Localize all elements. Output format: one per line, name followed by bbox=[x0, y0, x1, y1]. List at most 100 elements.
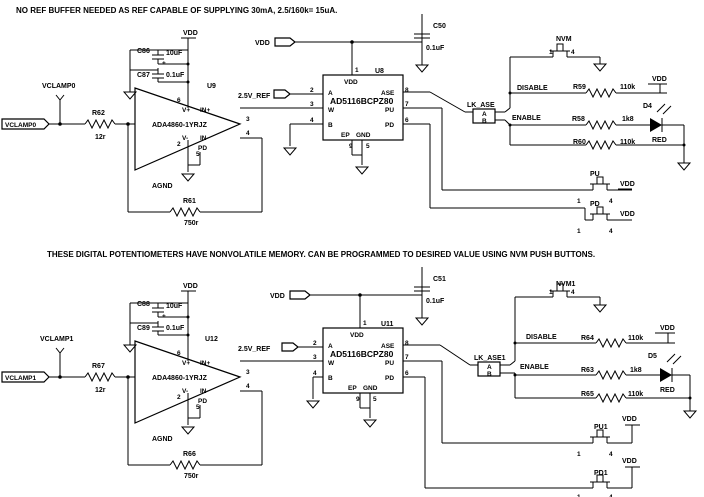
vdd-top-1: VDD bbox=[255, 40, 270, 47]
d5-led bbox=[660, 368, 672, 382]
svg-text:1: 1 bbox=[577, 228, 581, 235]
pu-ref: PU bbox=[590, 171, 600, 178]
svg-text:1: 1 bbox=[355, 67, 359, 74]
svg-text:4: 4 bbox=[246, 130, 250, 137]
svg-text:EP: EP bbox=[348, 385, 357, 392]
d4-ref: D4 bbox=[643, 103, 652, 110]
vclamp1-label: VCLAMP1 bbox=[40, 336, 74, 343]
svg-text:2: 2 bbox=[310, 87, 314, 94]
r60-value: 110k bbox=[620, 139, 635, 146]
u9-part: ADA4860-1YRJZ bbox=[152, 122, 208, 129]
svg-text:GND: GND bbox=[363, 385, 378, 392]
svg-text:4: 4 bbox=[246, 383, 250, 390]
svg-text:PD: PD bbox=[385, 122, 394, 129]
svg-text:A: A bbox=[328, 343, 333, 350]
r65-ref: R65 bbox=[581, 391, 594, 398]
pu-switch[interactable] bbox=[584, 176, 616, 191]
u12-part: ADA4860-1YRJZ bbox=[152, 375, 208, 382]
circuit-2: VCLAMP1 VCLAMP1 R67 12r 1 R66 750r U12 A… bbox=[1, 267, 697, 497]
svg-text:3: 3 bbox=[310, 101, 314, 108]
r65-resistor bbox=[595, 393, 627, 403]
lk-ase1[interactable] bbox=[477, 361, 501, 377]
vdd-port-2 bbox=[289, 290, 311, 300]
u9-agnd: AGND bbox=[152, 183, 173, 190]
svg-text:4: 4 bbox=[609, 228, 613, 235]
enable-label-1: ENABLE bbox=[512, 115, 541, 122]
svg-text:VDD: VDD bbox=[350, 332, 364, 339]
r60-resistor bbox=[585, 140, 617, 150]
r58-ref: R58 bbox=[572, 116, 585, 123]
svg-text:V-: V- bbox=[182, 388, 188, 395]
c88-ref: C88 bbox=[137, 301, 150, 308]
vclamp0-port bbox=[1, 118, 50, 130]
svg-text:8: 8 bbox=[405, 340, 409, 347]
svg-text:2: 2 bbox=[313, 340, 317, 347]
r63-value: 1k8 bbox=[630, 367, 642, 374]
svg-text:2: 2 bbox=[177, 394, 181, 401]
r66-value: 750r bbox=[184, 473, 199, 480]
vdd-top-2: VDD bbox=[270, 293, 285, 300]
svg-text:7: 7 bbox=[405, 101, 409, 108]
svg-text:4: 4 bbox=[571, 49, 575, 56]
svg-text:5: 5 bbox=[196, 151, 200, 158]
d4-color: RED bbox=[652, 137, 667, 144]
svg-text:4: 4 bbox=[310, 117, 314, 124]
svg-text:1: 1 bbox=[549, 289, 553, 296]
r64-resistor bbox=[595, 338, 627, 348]
svg-text:6: 6 bbox=[177, 350, 181, 357]
svg-text:6: 6 bbox=[405, 117, 409, 124]
vdd-pu-2: VDD bbox=[622, 416, 637, 423]
c87-value: 0.1uF bbox=[166, 72, 185, 79]
ref-port-1 bbox=[273, 89, 291, 99]
r60-ref: R60 bbox=[573, 139, 586, 146]
lk-ase[interactable] bbox=[472, 108, 496, 124]
svg-text:A: A bbox=[482, 111, 487, 118]
middle-note: THESE DIGITAL POTENTIOMETERS HAVE NONVOL… bbox=[47, 250, 595, 259]
svg-text:B: B bbox=[328, 122, 333, 129]
pd-switch[interactable] bbox=[584, 206, 616, 221]
opamp2-vdd-top: VDD bbox=[183, 283, 198, 290]
r64-ref: R64 bbox=[581, 335, 594, 342]
svg-text:IN-: IN- bbox=[200, 135, 209, 142]
r65-value: 110k bbox=[628, 391, 643, 398]
svg-text:GND: GND bbox=[356, 132, 371, 139]
svg-text:V+: V+ bbox=[182, 360, 190, 367]
vdd-disable-2: VDD bbox=[660, 325, 675, 332]
svg-text:5: 5 bbox=[196, 404, 200, 411]
r61-resistor bbox=[169, 207, 201, 217]
r63-resistor bbox=[595, 370, 627, 380]
ref-port-2 bbox=[281, 342, 299, 352]
u8-ref: U8 bbox=[375, 68, 384, 75]
svg-text:PD: PD bbox=[198, 398, 207, 405]
vdd-disable-1: VDD bbox=[652, 76, 667, 83]
svg-text:W: W bbox=[328, 107, 335, 114]
top-note: NO REF BUFFER NEEDED AS REF CAPABLE OF S… bbox=[16, 6, 337, 15]
u8-part: AD5116BCPZ80 bbox=[330, 96, 394, 106]
u12-ref: U12 bbox=[205, 336, 218, 343]
c51-value: 0.1uF bbox=[426, 298, 445, 305]
r62-ref: R62 bbox=[92, 110, 105, 117]
vdd-pd-2: VDD bbox=[622, 458, 637, 465]
svg-text:1: 1 bbox=[577, 451, 581, 458]
svg-text:4: 4 bbox=[313, 370, 317, 377]
svg-text:4: 4 bbox=[571, 289, 575, 296]
r61-ref: R61 bbox=[183, 198, 196, 205]
svg-text:1: 1 bbox=[549, 49, 553, 56]
svg-text:IN+: IN+ bbox=[200, 107, 211, 114]
vdd-pu-1: VDD bbox=[620, 181, 635, 188]
svg-text:6: 6 bbox=[177, 97, 181, 104]
r66-ref: R66 bbox=[183, 451, 196, 458]
ref-net-2: 2.5V_REF bbox=[238, 346, 271, 353]
d4-led bbox=[650, 118, 662, 132]
r67-ref: R67 bbox=[92, 363, 105, 370]
svg-text:V+: V+ bbox=[182, 107, 190, 114]
vclamp0-arrow bbox=[55, 94, 65, 101]
svg-text:6: 6 bbox=[405, 370, 409, 377]
r63-ref: R63 bbox=[581, 367, 594, 374]
r62-value: 12r bbox=[95, 134, 106, 141]
c87-ref: C87 bbox=[137, 72, 150, 79]
pu1-switch[interactable] bbox=[584, 429, 616, 444]
vclamp0-label: VCLAMP0 bbox=[42, 83, 76, 90]
r58-value: 1k8 bbox=[622, 116, 634, 123]
